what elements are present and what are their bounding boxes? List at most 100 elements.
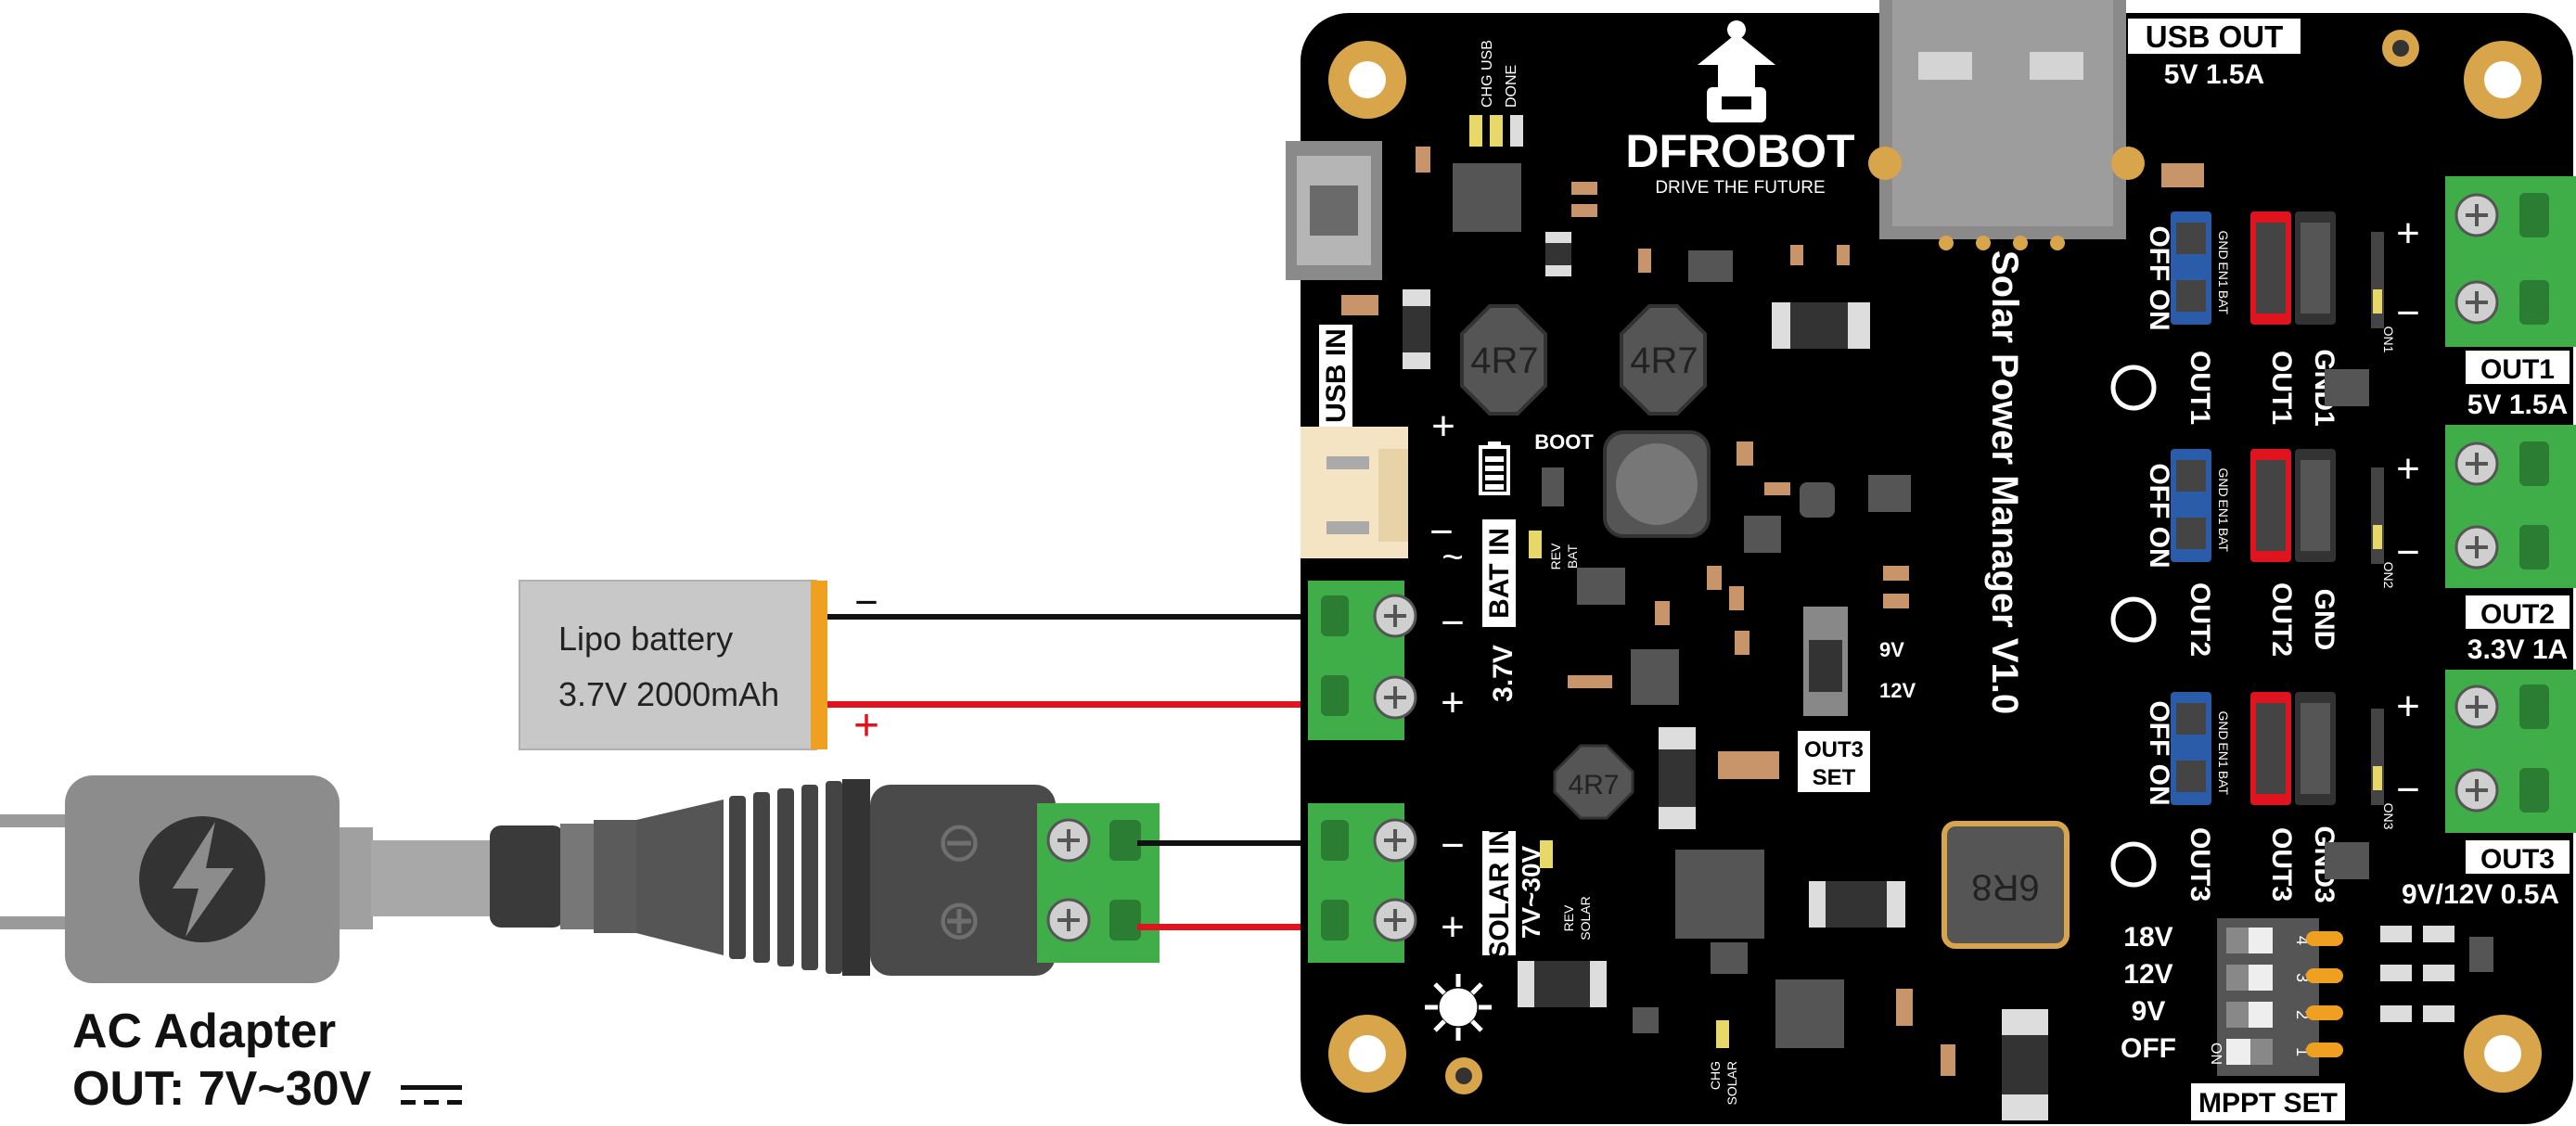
out2-minus: − bbox=[2396, 530, 2420, 575]
mppt-option-18v: 18V bbox=[2123, 922, 2172, 953]
out2-pin-en1: EN1 bbox=[2216, 499, 2231, 524]
lightning-bolt-icon bbox=[139, 816, 265, 942]
inductor-1-label: 4R7 bbox=[1470, 340, 1538, 381]
out1-en-label: OUT1 bbox=[2266, 351, 2297, 425]
inductor-6r8-label: 6R8 bbox=[1971, 866, 2039, 907]
inductor-2-label: 4R7 bbox=[1630, 340, 1698, 381]
out1-plus: + bbox=[2396, 211, 2420, 256]
usb-out-rating: 5V 1.5A bbox=[2164, 59, 2264, 90]
out2-pin-gnd: GND bbox=[2216, 467, 2231, 496]
mppt-switch-1: 1 bbox=[2293, 1047, 2312, 1056]
adapter-output-label: OUT: 7V~30V bbox=[72, 1062, 372, 1116]
brand-name: DFROBOT bbox=[1625, 125, 1854, 177]
mppt-switch-2: 2 bbox=[2293, 1010, 2312, 1019]
adapter-cable bbox=[371, 840, 492, 916]
out2-switch-label: OUT2 bbox=[2185, 582, 2215, 657]
out1-switch-label: OUT1 bbox=[2185, 351, 2215, 425]
out1-led-label: ON1 bbox=[2381, 326, 2396, 353]
battery-jst-connector bbox=[1301, 427, 1408, 558]
bat-jst-minus: − bbox=[1429, 509, 1454, 555]
battery-name-label: Lipo battery bbox=[558, 620, 734, 658]
smd-components bbox=[1341, 147, 2048, 1120]
out1-label: OUT1 bbox=[2480, 354, 2555, 385]
solar-led-label: SOLAR bbox=[1578, 896, 1593, 940]
bat-in-label: BAT IN bbox=[1484, 528, 1515, 619]
solar-negative-wire bbox=[1137, 840, 1325, 846]
bat-tilde-symbol: ~ bbox=[1442, 537, 1463, 578]
out3-switch-label: OUT3 bbox=[2185, 827, 2215, 902]
battery-negative-wire bbox=[827, 614, 1325, 620]
brand-tagline: DRIVE THE FUTURE bbox=[1655, 178, 1825, 198]
out3-jumper-group: OFF ON GND EN1 BAT OUT3 OUT3 GND3 bbox=[2110, 692, 2339, 903]
mounting-holes bbox=[1328, 30, 2542, 1094]
inductors: 4R7 4R7 4R7 6R8 bbox=[1460, 304, 2070, 949]
out1-pin-gnd: GND bbox=[2216, 230, 2231, 259]
out3-pin-bat: BAT bbox=[2216, 771, 2231, 796]
out2-jumper-group: OFF ON GND EN1 BAT OUT2 OUT2 GND bbox=[2110, 449, 2339, 657]
board-name: Solar Power Manager V1.0 bbox=[1984, 250, 2025, 714]
dc-jack-plus-symbol: ⊕ bbox=[936, 889, 982, 951]
out2-power-icon bbox=[2110, 596, 2157, 643]
out3-9v-label: 9V bbox=[1879, 638, 1904, 661]
adapter-prong-top bbox=[0, 814, 72, 827]
solar-rev-label: REV bbox=[1561, 904, 1576, 931]
bat-rev-label: REV bbox=[1548, 543, 1563, 569]
dc-symbol-icon bbox=[401, 1085, 462, 1107]
bat-led-label: BAT bbox=[1565, 544, 1580, 569]
out1-minus: − bbox=[2396, 290, 2420, 336]
mppt-switch-4: 4 bbox=[2293, 936, 2312, 945]
mppt-option-off: OFF bbox=[2121, 1033, 2176, 1064]
out2-plus: + bbox=[2396, 446, 2420, 492]
mppt-option-12v: 12V bbox=[2123, 959, 2172, 990]
ac-adapter bbox=[0, 775, 492, 983]
status-leds-top bbox=[1469, 115, 1523, 147]
out3-minus: − bbox=[2396, 767, 2420, 813]
chg-usb-label: CHG USB bbox=[1480, 40, 1495, 108]
out3-pin-en1: EN1 bbox=[2216, 742, 2231, 767]
micro-usb-in-port bbox=[1286, 141, 1382, 280]
chg-label: CHG bbox=[1708, 1061, 1723, 1090]
solar-in-label: SOLAR IN bbox=[1484, 826, 1515, 959]
out1-pin-en1: EN1 bbox=[2216, 262, 2231, 287]
solar-in-terminal bbox=[1308, 803, 1417, 963]
solar-positive-wire bbox=[1137, 924, 1325, 930]
battery-icon bbox=[1479, 441, 1510, 495]
out3-voltage-switch bbox=[1803, 607, 1848, 716]
out3-set-label-line1: OUT3 bbox=[1804, 737, 1864, 762]
mppt-dip-switch: 4 3 2 1 ON 18V 12V 9V OFF MPPT SET bbox=[2121, 918, 2493, 1120]
out2-led-label: ON2 bbox=[2381, 562, 2396, 589]
dc-jack-body bbox=[870, 785, 1056, 976]
battery-plus-sign: + bbox=[853, 701, 879, 750]
solar-chg-label: SOLAR bbox=[1724, 1061, 1739, 1105]
out3-set-label-line2: SET bbox=[1813, 765, 1856, 790]
usb-in-label: USB IN bbox=[1321, 328, 1352, 423]
battery-positive-wire bbox=[827, 701, 1325, 708]
bat-in-minus: − bbox=[1441, 600, 1465, 646]
battery-connector bbox=[811, 581, 827, 749]
mppt-on-label: ON bbox=[2208, 1043, 2224, 1065]
inductor-3-label: 4R7 bbox=[1568, 770, 1619, 800]
out3-rating: 9V/12V 0.5A bbox=[2402, 879, 2559, 910]
bat-in-terminal bbox=[1308, 581, 1417, 740]
out1-rating: 5V 1.5A bbox=[2467, 390, 2568, 420]
out3-plus: + bbox=[2396, 684, 2420, 729]
output-terminals: + − ON1 OUT1 5V 1.5A + − ON2 OUT2 3.3V 1… bbox=[2325, 176, 2576, 910]
battery-body bbox=[519, 580, 817, 750]
out2-en-label: OUT2 bbox=[2266, 582, 2297, 657]
wires bbox=[827, 614, 1325, 930]
done-label: DONE bbox=[1504, 65, 1519, 108]
bat-voltage-label: 3.7V bbox=[1488, 645, 1519, 702]
out1-off-on-label: OFF ON bbox=[2144, 225, 2174, 330]
solar-in-minus: − bbox=[1441, 823, 1465, 868]
out1-pin-bat: BAT bbox=[2216, 290, 2231, 315]
adapter-title: AC Adapter bbox=[72, 1004, 337, 1058]
out1-jumper-group: OFF ON GND EN1 BAT OUT1 OUT1 GND1 bbox=[2110, 211, 2339, 427]
lipo-battery: − + bbox=[519, 580, 879, 750]
usb-out-label: USB OUT bbox=[2146, 19, 2284, 54]
out2-rating: 3.3V 1A bbox=[2467, 634, 2568, 665]
output-enable-section: OFF ON GND EN1 BAT OUT1 OUT1 GND1 OFF ON bbox=[2110, 211, 2339, 903]
boot-label: BOOT bbox=[1534, 430, 1594, 454]
out2-pin-bat: BAT bbox=[2216, 528, 2231, 553]
pcb-board: DFROBOT DRIVE THE FUTURE USB OUT 5V 1.5A… bbox=[1286, 0, 2576, 1124]
